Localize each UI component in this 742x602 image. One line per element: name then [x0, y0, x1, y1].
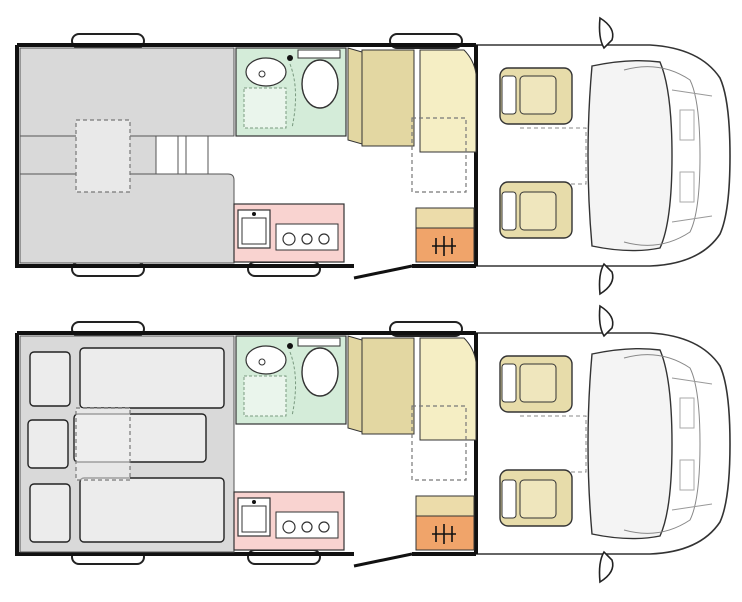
- seat: [499, 469, 573, 527]
- kitchen: [233, 491, 345, 551]
- sink-icon: [245, 343, 293, 375]
- sink-icon: [237, 497, 271, 537]
- heater-icon: [432, 524, 456, 544]
- heater-unit: [415, 207, 475, 263]
- seat: [499, 181, 573, 239]
- sink-icon: [237, 209, 271, 249]
- heater-unit: [415, 495, 475, 551]
- heater-icon: [432, 236, 456, 256]
- entry-door: [353, 552, 413, 568]
- toilet-icon: [297, 337, 341, 397]
- floorplan-night: [15, 304, 731, 584]
- outer-wall: [15, 43, 478, 280]
- seat: [499, 355, 573, 413]
- front-seats: [499, 355, 587, 527]
- mirror-icon: [598, 304, 614, 584]
- shower-icon: [289, 351, 297, 417]
- floorplan-day: [15, 16, 731, 296]
- rear-beds: [19, 335, 235, 553]
- outer-wall: [15, 331, 478, 568]
- bathroom: [235, 47, 347, 137]
- rear-lounge: [19, 47, 235, 264]
- shower-icon: [289, 63, 297, 129]
- bathroom: [235, 335, 347, 425]
- stove-icon: [275, 223, 339, 251]
- mirror-icon: [598, 16, 614, 296]
- stove-icon: [275, 511, 339, 539]
- cabinet: [347, 335, 477, 481]
- front-seats: [499, 67, 587, 239]
- sink-icon: [245, 55, 293, 87]
- seat: [499, 67, 573, 125]
- cabinet: [347, 47, 477, 193]
- toilet-icon: [297, 49, 341, 109]
- entry-door: [353, 264, 413, 280]
- kitchen: [233, 203, 345, 263]
